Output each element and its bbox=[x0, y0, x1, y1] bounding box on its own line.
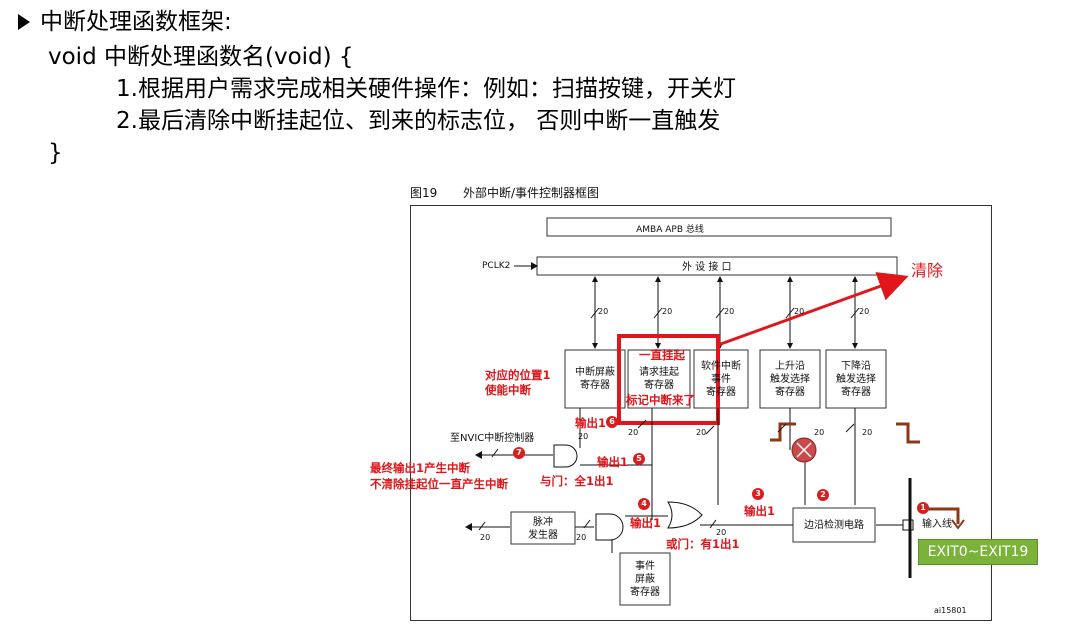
bus-slashes bbox=[590, 307, 860, 319]
falling-edge-icon bbox=[896, 422, 920, 444]
rising-edge-icon bbox=[770, 422, 796, 442]
amba-bus-label: AMBA APB 总线 bbox=[636, 225, 704, 235]
bus-width-7: 20 bbox=[696, 428, 707, 437]
pending-highlight bbox=[617, 334, 720, 425]
bus-width-3: 20 bbox=[724, 307, 735, 316]
output1-b: 输出1 bbox=[597, 455, 629, 469]
bus-width-5: 20 bbox=[859, 307, 870, 316]
bus-width-6: 20 bbox=[628, 428, 639, 437]
bullet-arrow-icon bbox=[18, 14, 30, 30]
figure-frame bbox=[410, 205, 992, 621]
input-pulse-icon bbox=[927, 507, 960, 524]
marker-1: 1 bbox=[917, 502, 929, 514]
falling-label: 下降沿触发选择寄存器 bbox=[836, 361, 876, 398]
event-mask-register-box bbox=[619, 552, 671, 606]
bus-width-4: 20 bbox=[794, 307, 805, 316]
code-line-2: 1.根据用户需求完成相关硬件操作：例如：扫描按键，开关灯 bbox=[116, 76, 736, 102]
clear-arrow bbox=[717, 272, 909, 347]
bus-width-1: 20 bbox=[598, 307, 609, 316]
pending-label: 请求挂起寄存器 bbox=[639, 367, 679, 391]
int-mask-register-box bbox=[564, 349, 626, 409]
marker-4: 4 bbox=[638, 498, 650, 510]
and-gate-event bbox=[595, 513, 624, 541]
input-pin bbox=[902, 519, 914, 531]
sw-int-register-box bbox=[693, 349, 749, 409]
edge-detect-box bbox=[792, 507, 876, 543]
enable-annotation-2: 使能中断 bbox=[485, 383, 531, 397]
bus-width-11: 20 bbox=[576, 533, 587, 542]
heading: 中断处理函数框架: bbox=[40, 9, 232, 35]
marker-5: 5 bbox=[633, 453, 645, 465]
figure-number: 图19 bbox=[410, 186, 438, 200]
pulse-label: 脉冲发生器 bbox=[528, 517, 558, 541]
clear-annotation: 清除 bbox=[911, 261, 944, 280]
pclk-label: PCLK2 bbox=[482, 261, 511, 271]
bus-width-2: 20 bbox=[662, 307, 673, 316]
and-gate-annotation: 与门：全1出1 bbox=[540, 474, 614, 488]
edge-detect-label: 边沿检测电路 bbox=[804, 520, 864, 531]
falling-register-box bbox=[825, 349, 887, 409]
event-mask-label: 事件屏蔽寄存器 bbox=[630, 561, 660, 598]
int-mask-label: 中断屏蔽寄存器 bbox=[575, 367, 615, 391]
output1-a: 输出1 bbox=[575, 416, 607, 430]
code-line-4: } bbox=[48, 140, 63, 166]
output1-c: 输出1 bbox=[630, 516, 662, 530]
bus-width-8: 20 bbox=[814, 428, 825, 437]
bus-slashes-bottom bbox=[478, 419, 855, 531]
or-gate-annotation: 或门：有1出1 bbox=[666, 537, 740, 551]
bus-width-9: 20 bbox=[862, 428, 873, 437]
always-pending-annotation: 一直挂起 bbox=[639, 348, 685, 362]
peripheral-interface-label: 外 设 接 口 bbox=[682, 262, 732, 273]
and-gate-nvic bbox=[553, 444, 578, 468]
slide-text: 中断处理函数框架: void 中断处理函数名(void) { 1.根据用户需求完… bbox=[0, 0, 1082, 170]
output1-d: 输出1 bbox=[744, 504, 776, 518]
sw-int-label: 软件中断事件寄存器 bbox=[701, 361, 741, 398]
enable-annotation-1: 对应的位置1 bbox=[485, 368, 551, 382]
bus-width-10: 20 bbox=[578, 432, 589, 441]
bus-width-13: 20 bbox=[716, 528, 727, 537]
marker-6: 6 bbox=[606, 416, 618, 428]
code-line-3: 2.最后清除中断挂起位、到来的标志位， 否则中断一直触发 bbox=[116, 108, 721, 134]
marker-7: 7 bbox=[513, 447, 525, 459]
bus-width-12: 20 bbox=[480, 533, 491, 542]
marker-3: 3 bbox=[752, 488, 764, 500]
figure-title: 外部中断/事件控制器框图 bbox=[463, 186, 600, 200]
pending-register-box bbox=[627, 349, 691, 409]
nvic-label: 至NVIC中断控制器 bbox=[450, 433, 535, 444]
amba-bus-box bbox=[546, 217, 892, 237]
code-line-1: void 中断处理函数名(void) { bbox=[48, 44, 354, 70]
marker-2: 2 bbox=[817, 489, 829, 501]
rising-label: 上升沿触发选择寄存器 bbox=[770, 361, 810, 398]
pulse-generator-box bbox=[510, 511, 576, 545]
final-annotation-1: 最终输出1产生中断 bbox=[370, 461, 471, 475]
exti-range-badge: EXIT0~EXIT19 bbox=[918, 539, 1038, 565]
or-gate bbox=[667, 501, 703, 529]
input-line-label: 输入线 bbox=[922, 519, 952, 530]
mark-interrupt-annotation: 标记中断来了 bbox=[626, 393, 695, 407]
figure-id: ai15801 bbox=[934, 606, 967, 615]
final-annotation-2: 不清除挂起位一直产生中断 bbox=[370, 477, 508, 491]
